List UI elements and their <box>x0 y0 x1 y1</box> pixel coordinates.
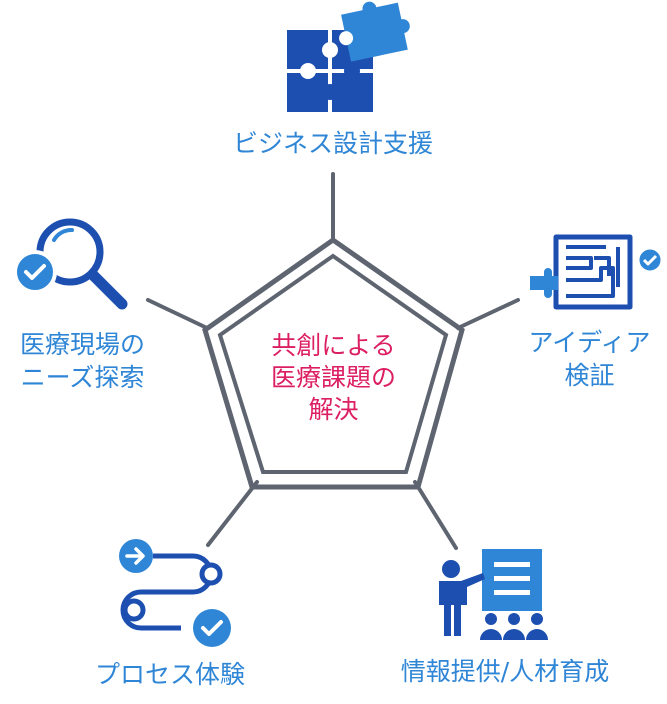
connector-bottom-right <box>413 480 458 550</box>
magnifier-check-icon <box>13 218 128 310</box>
pentagon-outer <box>202 236 465 490</box>
process-flow-icon <box>119 539 231 647</box>
pentagon-frame <box>202 236 465 490</box>
presentation-icon <box>439 549 548 640</box>
puzzle-icon <box>287 1 410 112</box>
label-process-experience: プロセス体験 <box>94 660 245 689</box>
label-idea-verification: アイディア 検証 <box>528 328 651 390</box>
center-line-1: 共創による <box>271 331 396 360</box>
label-info-training: 情報提供/人材育成 <box>400 657 610 686</box>
connector-bottom-left <box>206 480 259 547</box>
label-needs-exploration: 医療現場の ニーズ探索 <box>19 330 145 392</box>
connector-left <box>146 298 209 330</box>
label-business-design: ビジネス設計支援 <box>232 129 433 158</box>
center-title: 共創による 医療課題の 解決 <box>0 330 667 426</box>
pentagon-inner <box>217 253 449 474</box>
connector-right <box>456 298 520 330</box>
connector-lines <box>146 172 520 550</box>
center-line-2: 医療課題の <box>270 363 396 392</box>
maze-check-icon <box>530 234 664 310</box>
center-line-3: 解決 <box>308 395 359 424</box>
